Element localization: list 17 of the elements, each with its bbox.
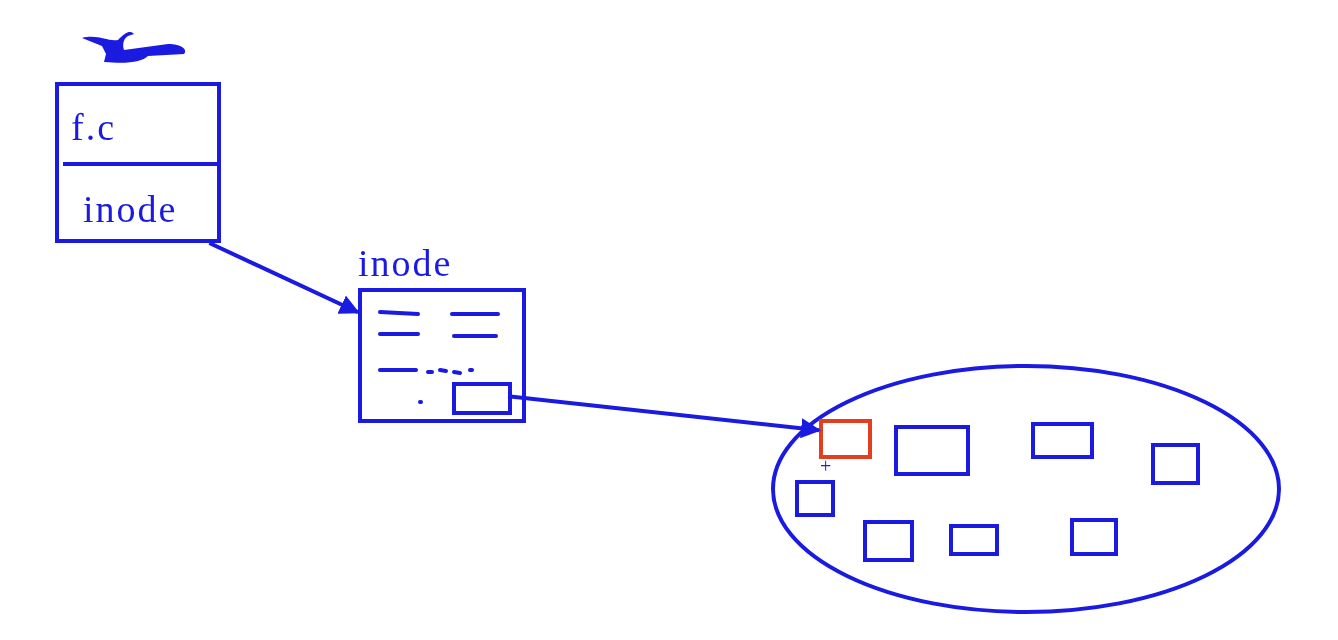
box-heading: inode xyxy=(358,244,453,282)
box xyxy=(894,425,970,476)
arrow xyxy=(507,394,821,439)
box xyxy=(1070,518,1118,556)
box xyxy=(795,480,835,517)
plus-mark: + xyxy=(820,456,832,476)
box xyxy=(1031,422,1094,459)
arrow xyxy=(208,241,360,315)
box xyxy=(863,520,914,562)
ellipse xyxy=(770,363,1282,615)
box xyxy=(949,524,999,556)
box xyxy=(1151,443,1200,485)
cell-text: f.c xyxy=(71,108,117,146)
cell-text: inode xyxy=(83,190,178,228)
box xyxy=(819,419,872,459)
box xyxy=(452,382,512,415)
box xyxy=(55,82,221,243)
